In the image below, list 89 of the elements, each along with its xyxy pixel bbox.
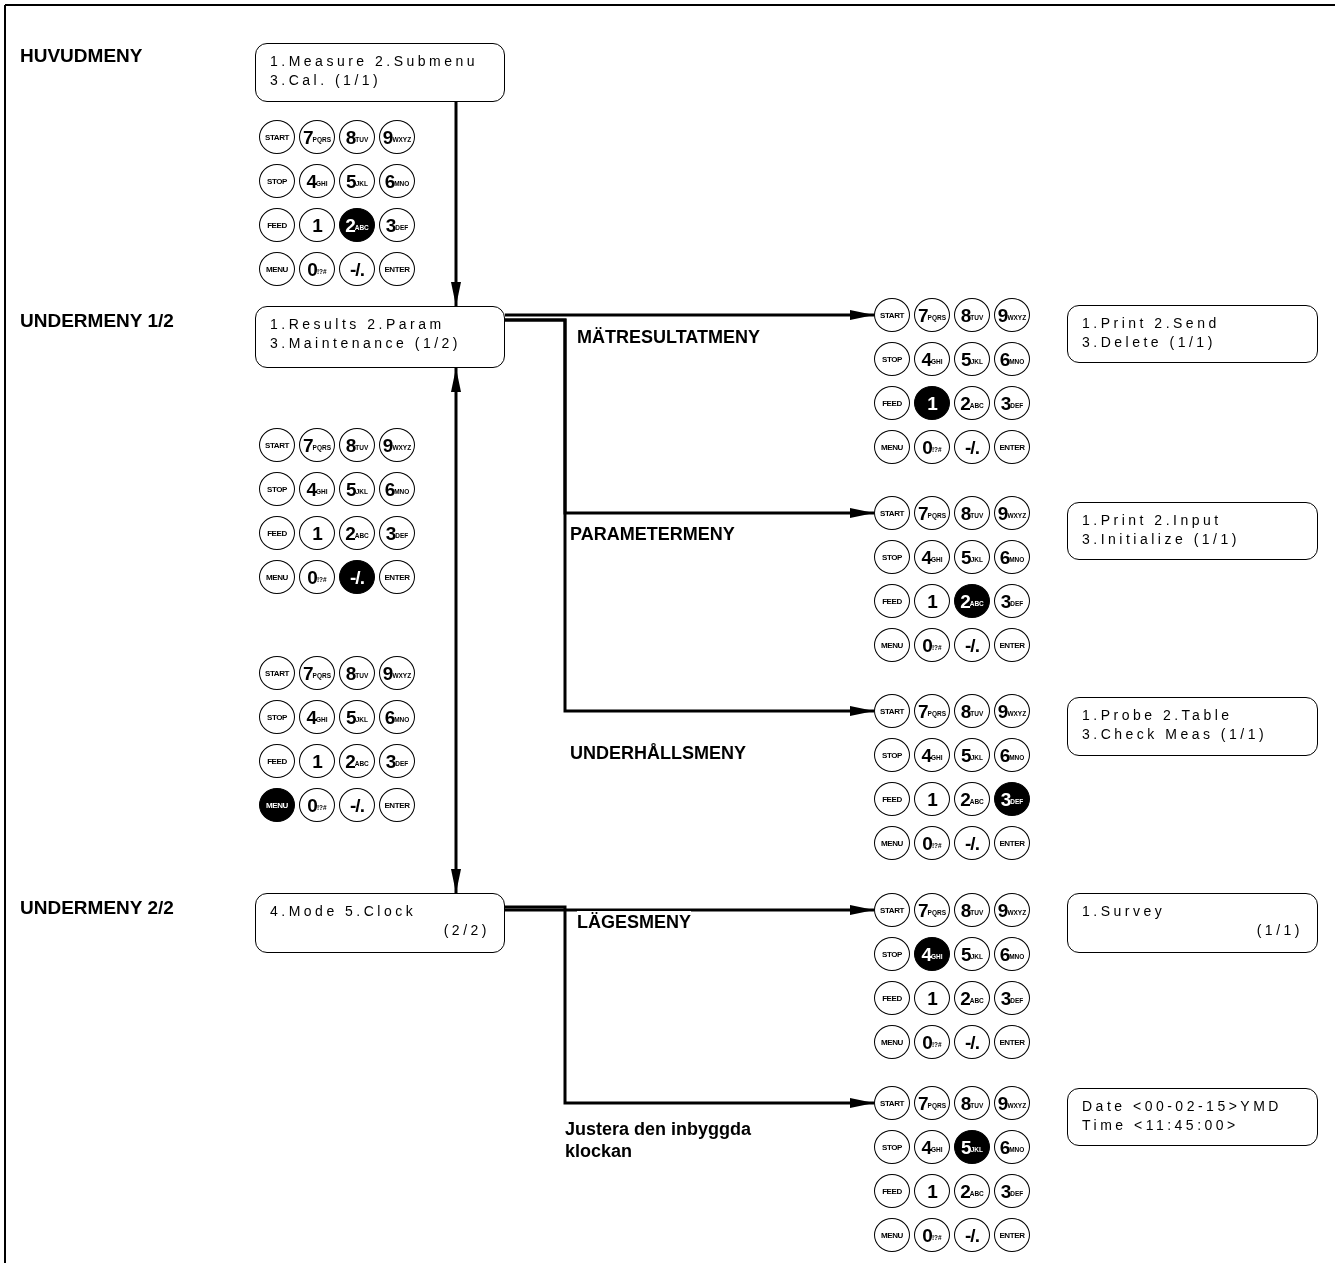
keypad-key: MENU <box>874 1025 910 1059</box>
keypad-key: FEED <box>874 1174 910 1208</box>
keypad-key: START <box>874 298 910 332</box>
keypad-key: 1 <box>914 584 950 618</box>
display-line: 1.Measure 2.Submenu <box>270 52 480 71</box>
keypad-key: FEED <box>259 208 295 242</box>
menu-heading: HUVUDMENY <box>20 45 143 67</box>
keypad-key: MENU <box>259 252 295 286</box>
display-line: 3.Maintenance (1/2) <box>270 334 463 353</box>
keypad-key: MENU <box>874 430 910 464</box>
keypad-key: -/. <box>954 1025 990 1059</box>
keypad-key: ENTER <box>379 560 415 594</box>
keypad-key: MENU <box>874 1218 910 1252</box>
display-line: 3.Cal. (1/1) <box>270 71 383 90</box>
keypad-key: MENU <box>259 788 295 822</box>
keypad-key: STOP <box>259 472 295 506</box>
lcd-display <box>1067 697 1318 756</box>
keypad-key: STOP <box>874 342 910 376</box>
keypad-key: MENU <box>874 826 910 860</box>
keypad-key: 1 <box>299 516 335 550</box>
keypad-key: MENU <box>259 560 295 594</box>
keypad-key: START <box>259 120 295 154</box>
keypad-key: ENTER <box>994 430 1030 464</box>
menu-heading: UNDERMENY 2/2 <box>20 897 174 919</box>
keypad-key: FEED <box>874 584 910 618</box>
keypad-key: START <box>874 1086 910 1120</box>
keypad-key: ENTER <box>994 1025 1030 1059</box>
keypad-key: FEED <box>874 386 910 420</box>
keypad-key: ENTER <box>379 252 415 286</box>
lcd-display <box>1067 893 1318 953</box>
keypad-key: MENU <box>874 628 910 662</box>
keypad-key: -/. <box>339 788 375 822</box>
keypad-key: FEED <box>259 744 295 778</box>
keypad-key: 1 <box>914 782 950 816</box>
keypad-key: START <box>259 428 295 462</box>
keypad-key: ENTER <box>994 628 1030 662</box>
display-line: 4.Mode 5.Clock <box>270 902 418 921</box>
keypad-key: START <box>874 496 910 530</box>
keypad-key: -/. <box>954 430 990 464</box>
display-line: 1.Probe 2.Table <box>1082 706 1234 725</box>
display-line: 1.Print 2.Input <box>1082 511 1223 530</box>
arrow <box>505 905 874 1108</box>
menu-heading: UNDERMENY 1/2 <box>20 310 174 332</box>
display-line: 1.Print 2.Send <box>1082 314 1221 333</box>
display-line: 3.Delete (1/1) <box>1082 333 1217 352</box>
keypad-key: -/. <box>954 1218 990 1252</box>
keypad-key: ENTER <box>379 788 415 822</box>
arrow <box>505 905 874 915</box>
arrow <box>451 102 461 306</box>
keypad-key: 1 <box>914 386 950 420</box>
keypad-key: -/. <box>339 560 375 594</box>
lcd-display <box>1067 305 1318 363</box>
arrow <box>505 310 874 320</box>
display-line: 3.Initialize (1/1) <box>1082 530 1241 549</box>
display-line: 1.Results 2.Param <box>270 315 446 334</box>
keypad-key: 1 <box>914 981 950 1015</box>
arrow <box>505 318 874 716</box>
lcd-display <box>255 306 505 368</box>
keypad-key: 1 <box>914 1174 950 1208</box>
display-line: 1.Survey <box>1082 902 1167 921</box>
keypad-key: START <box>874 893 910 927</box>
display-line: (2/2) <box>442 921 490 940</box>
keypad-key: STOP <box>259 164 295 198</box>
keypad-key: STOP <box>874 1130 910 1164</box>
keypad-key: ENTER <box>994 826 1030 860</box>
keypad-key: -/. <box>954 628 990 662</box>
keypad-key: STOP <box>874 738 910 772</box>
lcd-display <box>255 43 505 102</box>
lcd-display <box>1067 502 1318 560</box>
display-line: Date <00-02-15>YMD <box>1082 1097 1283 1116</box>
keypad-key: -/. <box>954 826 990 860</box>
keypad-key: 1 <box>299 208 335 242</box>
keypad-key: FEED <box>259 516 295 550</box>
keypad-key: 1 <box>299 744 335 778</box>
display-line: 3.Check Meas (1/1) <box>1082 725 1269 744</box>
display-line: Time <11:45:00> <box>1082 1116 1240 1135</box>
keypad-key: -/. <box>339 252 375 286</box>
lcd-display <box>1067 1088 1318 1146</box>
keypad-key: FEED <box>874 981 910 1015</box>
display-line: (1/1) <box>1255 921 1303 940</box>
keypad-key: STOP <box>874 937 910 971</box>
keypad-key: ENTER <box>994 1218 1030 1252</box>
keypad-key: FEED <box>874 782 910 816</box>
keypad-key: STOP <box>874 540 910 574</box>
keypad-key: START <box>874 694 910 728</box>
keypad-key: START <box>259 656 295 690</box>
arrow <box>451 368 461 893</box>
lcd-display <box>255 893 505 953</box>
keypad-key: STOP <box>259 700 295 734</box>
